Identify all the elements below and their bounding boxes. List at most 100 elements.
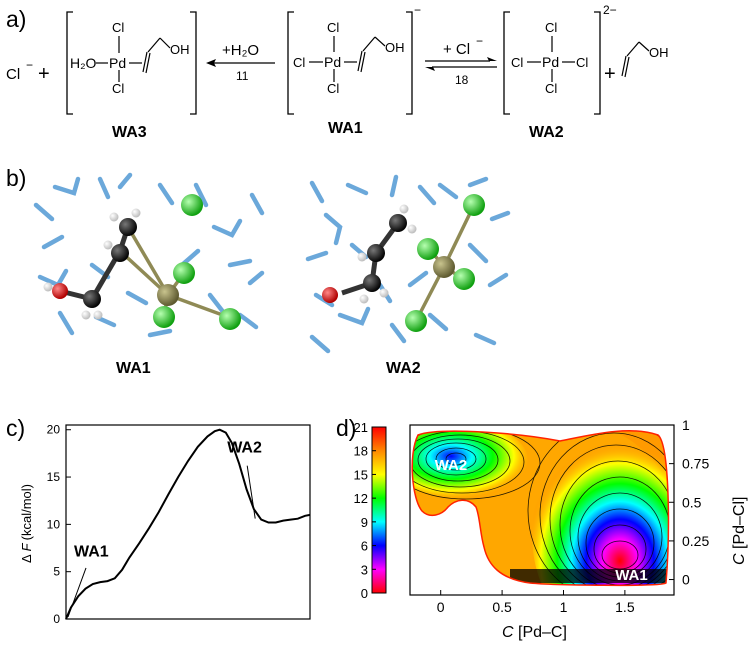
annotation-pointer [67,567,87,618]
arrow-left-head [206,59,216,67]
wa1-cl-top: Cl [327,20,339,35]
free-chain-2 [638,41,650,52]
colorbar-tick-label: 0 [361,586,368,601]
md-snapshots: WA1 WA2 [33,172,511,377]
wa3-bracket-left [66,11,73,115]
chlorine-atom [453,268,475,290]
panel-label-a: a) [6,6,27,32]
free-energy-curve [65,428,311,620]
hydrogen-atom [43,282,53,292]
y-tick-label: 0.75 [682,456,709,472]
wa3-alkene-1 [142,51,148,73]
wa1-cl-left: Cl [293,55,305,70]
annotation-pointer [246,465,256,519]
oxygen-atom [322,287,338,303]
oxygen-atom [52,283,68,299]
wa2-label: WA2 [529,124,564,141]
arrow-left-top: +H₂O [222,42,259,59]
y-tick-label: 0.25 [682,533,709,549]
carbon-atom [119,218,137,236]
free-chloride: Cl [6,66,20,83]
free-chain-1 [626,41,640,57]
wa1-pd: Pd [324,54,341,70]
plus-sign-right: + [604,63,616,85]
y-tick-label: 1 [682,417,690,433]
wa1-chain-2 [374,36,386,47]
y-axis-label-right: C [Pd–Cl] [731,497,748,565]
surface-annotation-wa1: WA1 [615,567,648,584]
snapshot-label-wa1: WA1 [116,360,151,377]
annotations: WA1 WA2 [67,439,262,618]
wa3-chain-1 [147,37,161,53]
snapshot-wa1: WA1 [33,172,265,377]
annotation-wa2: WA2 [227,439,262,456]
colorbar [371,426,387,594]
wa2-bracket-left [503,11,510,115]
colorbar-tick-label: 3 [361,562,368,577]
surface-annotation-wa2: WA2 [435,457,468,474]
surface-landscape [412,430,669,586]
carbon-atom [363,274,381,292]
arrow-backward-head [425,67,435,71]
wa1-bracket-left [287,11,294,115]
snapshot-label-wa2: WA2 [386,360,421,377]
y-tick-label: 20 [47,423,61,437]
colorbar-tick-label: 12 [354,491,368,506]
snapshot-wa2: WA2 [305,174,511,377]
wa3-bracket-right [190,11,197,115]
wa1-minimum-floor [510,569,669,583]
chlorine-atom [417,238,439,260]
wa1-oh: OH [385,40,405,55]
hydrogen-atom [93,310,103,320]
y-tick-label: 0 [682,572,690,588]
carbon-atom [367,244,385,262]
wa2-pd: Pd [542,54,559,70]
arrow-right-bottom: 18 [455,73,469,87]
hydrogen-atom [357,252,367,262]
chlorine-atom [405,310,427,332]
wa3-chain-2 [159,37,171,49]
surface-outline [411,430,670,587]
plus-sign-left: + [38,63,50,85]
chlorine-atom [219,308,241,330]
colorbar-tick-label: 15 [354,467,368,482]
carbon-atom [83,290,101,308]
y-axis-label: ΔF(kcal/mol) [19,484,34,563]
wa2-basin [412,430,528,498]
wa2-cl-left: Cl [511,55,523,70]
wa1-chain-1 [362,36,376,52]
x-tick-label: 0.5 [492,599,512,615]
chlorine-atom [153,306,175,328]
wa1-cl-bottom: Cl [327,81,339,96]
plot-frame [65,424,311,620]
free-chloride-charge: − [26,58,33,72]
wa3-cl-bottom: Cl [112,81,124,96]
hydrogen-atom [379,288,389,298]
chlorine-atom [463,194,485,216]
annotation-wa1: WA1 [74,544,109,561]
hydrogen-atom [407,224,417,234]
wa1-alkene-2 [360,51,366,73]
wa2-charge: 2− [603,3,617,17]
wa3-oh: OH [170,42,190,57]
carbon-atom [389,214,407,232]
wa1-bracket-right [406,11,413,115]
panel-label-c: c) [6,415,26,441]
wa1-label: WA1 [328,120,363,137]
chlorine-atom [181,194,203,216]
x-tick-label: 0 [437,599,445,615]
colorbar-tick-label: 18 [354,444,368,459]
colorbar-tick-label: 6 [361,539,368,554]
water-molecules [305,174,511,354]
free-oh: OH [649,45,669,60]
arrow-right-top-charge: − [476,34,483,48]
wa3-h2o: H₂O [70,55,97,71]
hydrogen-atom [103,240,113,250]
arrow-right-top: + Cl [443,41,470,58]
x-tick-label: 1.5 [615,599,635,615]
y-tick-label: 15 [47,470,61,484]
